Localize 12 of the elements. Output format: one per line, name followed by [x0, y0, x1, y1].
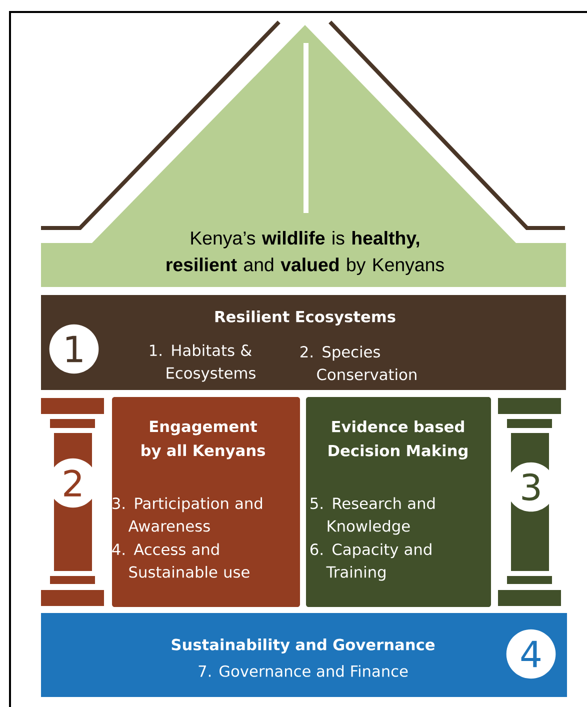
item-text: 3. Participation and Awareness	[112, 497, 262, 532]
item-text: 5. Research and Knowledge	[310, 497, 435, 535]
item-text: 1. Habitats & Ecosystems	[150, 344, 256, 382]
heading: Evidence based Decision Making	[328, 420, 468, 460]
item-text: 4. Access and Sustainable use	[112, 543, 250, 578]
heading: Resilient Ecosystems	[215, 310, 396, 326]
slogan-text: Kenya’s wildlife is healthy, resilient and valued by Kenyans	[166, 230, 444, 276]
item-text: 6. Capacity and Training	[310, 543, 432, 581]
item-text: 2. Species Conservation	[300, 346, 416, 380]
heading: Sustainability and Governance	[172, 638, 435, 654]
item-text: 7. Governance and Finance	[198, 665, 408, 677]
heading: Engagement by all Kenyans	[142, 420, 265, 460]
